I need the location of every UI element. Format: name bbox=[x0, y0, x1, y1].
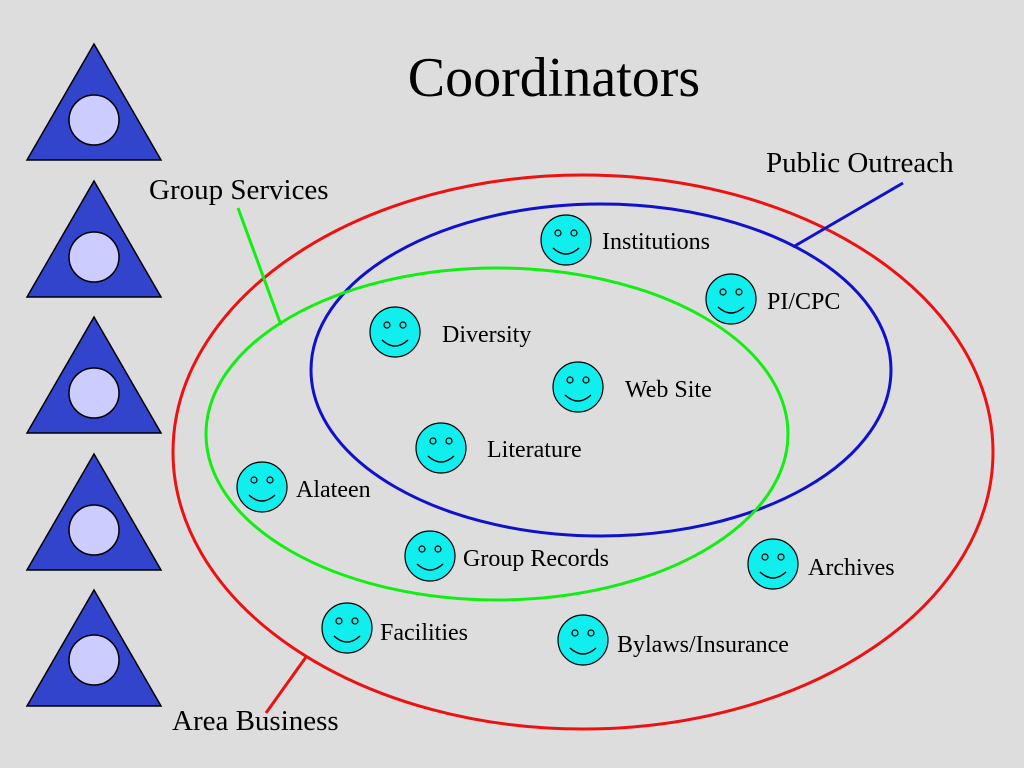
triangle-logo-icon bbox=[25, 315, 163, 434]
smiley-pi-cpc-icon bbox=[705, 273, 757, 325]
literature-label: Literature bbox=[487, 437, 582, 463]
logo-column bbox=[25, 42, 163, 707]
public-outreach-ring bbox=[309, 202, 893, 538]
area-business-ring bbox=[171, 173, 995, 731]
archives-label: Archives bbox=[808, 555, 895, 581]
smiley-web-site-icon bbox=[552, 361, 604, 413]
group-records-label: Group Records bbox=[463, 546, 609, 572]
smiley-literature-icon bbox=[415, 422, 467, 474]
triangle-logo-icon bbox=[25, 179, 163, 298]
triangle-logo-icon bbox=[25, 588, 163, 707]
bylaws-insurance-label: Bylaws/Insurance bbox=[617, 632, 789, 658]
triangle-logo-icon bbox=[25, 42, 163, 161]
group-services-leader-line bbox=[236, 207, 283, 326]
public-outreach-leader-line bbox=[792, 181, 904, 249]
smiley-alateen-icon bbox=[236, 461, 288, 513]
area-business-leader-line bbox=[264, 656, 308, 714]
smiley-archives-icon bbox=[747, 538, 799, 590]
diversity-label: Diversity bbox=[442, 322, 532, 348]
alateen-label: Alateen bbox=[296, 477, 371, 503]
group-services-label: Group Services bbox=[149, 174, 329, 206]
smiley-diversity-icon bbox=[369, 306, 421, 358]
pi-cpc-label: PI/CPC bbox=[767, 289, 841, 315]
institutions-label: Institutions bbox=[602, 229, 711, 255]
smiley-institutions-icon bbox=[540, 214, 592, 266]
page-title: Coordinators bbox=[407, 47, 701, 109]
smiley-facilities-icon bbox=[321, 602, 373, 654]
group-services-ring bbox=[204, 266, 790, 602]
public-outreach-label: Public Outreach bbox=[766, 147, 954, 179]
triangle-logo-icon bbox=[25, 452, 163, 571]
smiley-bylaws-insurance-icon bbox=[557, 614, 609, 666]
smiley-group-records-icon bbox=[404, 530, 456, 582]
facilities-label: Facilities bbox=[380, 620, 468, 646]
area-business-label: Area Business bbox=[172, 705, 339, 737]
web-site-label: Web Site bbox=[625, 377, 712, 403]
